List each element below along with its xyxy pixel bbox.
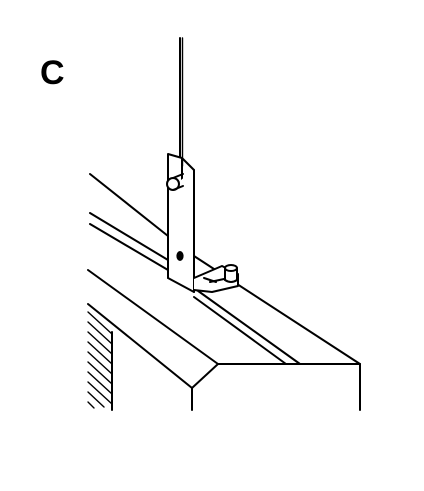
figure-label: C [40, 54, 65, 92]
screw-head [224, 264, 238, 283]
vent-hatching [87, 311, 113, 411]
housing-front-face [87, 303, 361, 411]
upper-pin [166, 173, 184, 191]
mounting-hole-icon [176, 251, 184, 261]
suspension-wire [179, 37, 184, 169]
